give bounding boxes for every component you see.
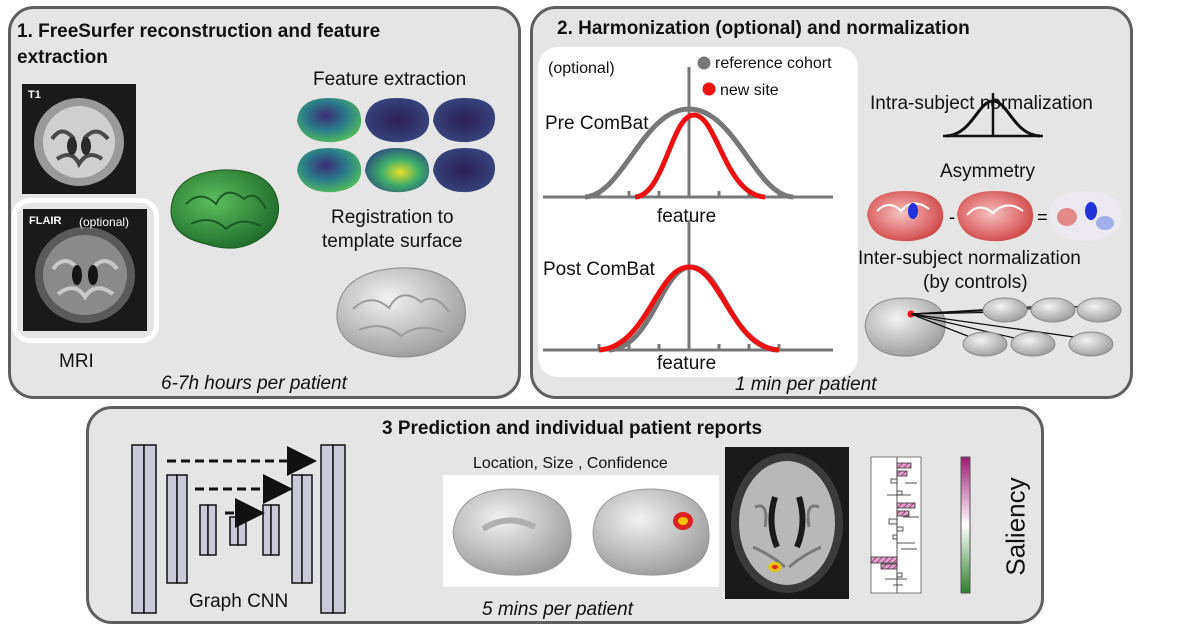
flair-tag: FLAIR [29,215,62,227]
template-surface-brain [336,267,466,358]
panel1-title-line1: 1. FreeSurfer reconstruction and feature [17,21,381,42]
saliency-bar-6 [896,510,910,517]
pre-new-site-curve [634,112,766,200]
saliency-bar-9 [892,534,898,540]
reconstructed-brain-surface [170,169,280,249]
saliency-bar-10 [870,556,898,564]
panel-freesurfer: 1. FreeSurfer reconstruction and feature… [8,6,521,399]
panel-prediction: 3 Prediction and individual patient repo… [86,406,1044,624]
cnn-encoder-layer-2 [166,474,188,584]
combat-subpanel [538,47,858,377]
asymmetry-brain-left [867,191,944,242]
legend-reference-label: reference cohort [715,55,832,72]
cnn-decoder-layer-2 [291,474,313,584]
flair-frame [12,198,159,343]
cnn-decoder-layer-1 [320,444,346,614]
asymmetry-brain-mirrored [957,191,1034,242]
post-combat-plot [543,220,833,353]
pre-combat-plot [543,67,833,200]
feature-extraction-label: Feature extraction [313,69,467,90]
saliency-plot-area [870,456,922,594]
graph-cnn-label: Graph CNN [189,591,289,612]
feature-map-5 [365,148,430,193]
feature-map-2 [365,98,430,143]
legend-new-site-label: new site [720,82,779,99]
registration-label-line1: Registration to [331,207,454,228]
saliency-bar-7 [888,518,898,525]
saliency-bar-2 [896,470,908,477]
inter-subject-label-line2: (by controls) [923,272,1028,293]
asymmetry-label: Asymmetry [940,161,1035,182]
new-site-marker [702,82,716,96]
panel1-title-line2: extraction [17,47,108,68]
feature-maps-grid [297,98,495,193]
cnn-encoder-layer-1 [131,444,157,614]
patient-brain [864,297,946,357]
asymmetry-brain-result [1049,191,1122,242]
saliency-bar-5 [896,502,916,509]
inter-subject-label-line1: Inter-subject normalization [858,248,1081,269]
asymmetry-brains: - = [867,191,1122,242]
reference-cohort-marker [697,56,711,70]
location-size-confidence-label: Location, Size , Confidence [473,455,668,472]
t1-tag: T1 [28,89,41,101]
flair-mri-image: FLAIR (optional) [23,209,147,331]
prediction-surface-brains [452,488,710,576]
saliency-colorbar [960,456,971,594]
intra-subject-curve-icon [943,93,1043,138]
cnn-encoder-layer-3 [199,504,217,556]
asymmetry-equals: = [1037,207,1048,227]
saliency-bar-11 [880,563,898,570]
intra-subject-label: Intra-subject normalization [870,93,1093,114]
panel2-title: 2. Harmonization (optional) and normaliz… [557,18,970,39]
cnn-decoder-layer-3 [262,504,280,556]
saliency-bar-12 [896,572,903,578]
mri-label: MRI [59,351,94,372]
saliency-bar-4 [896,490,903,496]
pre-reference-curve [584,106,794,200]
feature-map-1 [297,98,362,143]
t1-mri-image: T1 [22,84,136,194]
saliency-bar-3 [890,478,898,484]
feature-map-6 [433,148,495,193]
flair-optional-tag: (optional) [79,215,130,229]
optional-label: (optional) [548,60,615,77]
asymmetry-minus: - [949,207,955,227]
feature-map-4 [297,148,362,193]
inter-subject-diagram [864,297,1122,357]
pre-combat-label: Pre ComBat [545,113,649,134]
post-combat-label: Post ComBat [543,259,655,280]
feature-map-3 [433,98,495,143]
panel2-time-label: 1 min per patient [735,374,877,395]
axial-mri-image [725,447,849,599]
panel-harmonization: 2. Harmonization (optional) and normaliz… [530,6,1133,399]
saliency-chart [870,456,971,594]
control-brains [962,297,1122,357]
lateral-surface-brain [592,488,710,576]
saliency-bar-1 [896,462,912,469]
medial-surface-brain [452,488,572,576]
panel3-time-label: 5 mins per patient [482,599,634,620]
post-new-site-curve [598,264,780,353]
feature-label-top: feature [657,206,717,227]
panel3-title: 3 Prediction and individual patient repo… [382,418,763,439]
saliency-label: Saliency [1000,477,1031,576]
saliency-bar-8 [896,526,904,532]
registration-label-line2: template surface [322,231,463,252]
cnn-bottleneck-layer [229,516,247,546]
graph-cnn-diagram [131,444,346,614]
panel1-time-label: 6-7h hours per patient [161,373,347,394]
feature-label-bottom: feature [657,353,717,374]
